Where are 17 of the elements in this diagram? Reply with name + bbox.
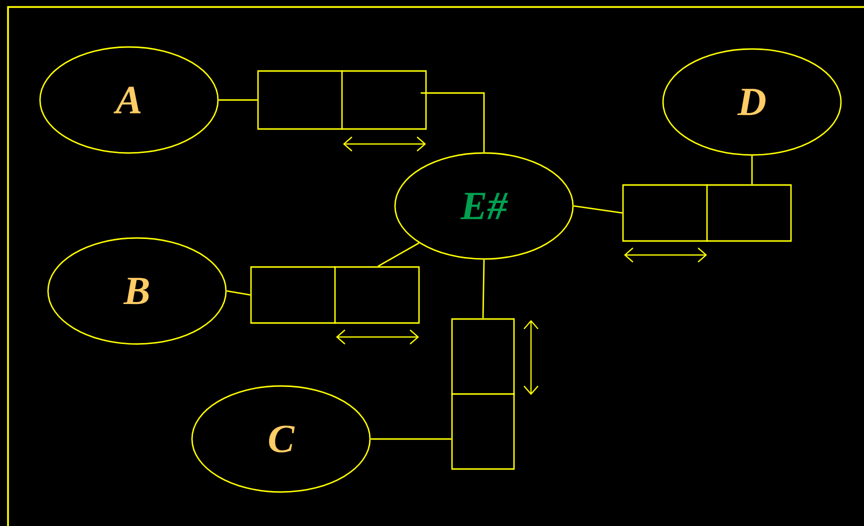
connector-line	[370, 438, 452, 440]
ellipse-node: B	[47, 237, 227, 345]
ellipse-node: E#	[394, 152, 574, 260]
ellipse-node: C	[191, 385, 371, 493]
split-box	[451, 318, 515, 470]
connector-line	[218, 99, 258, 101]
ellipse-node: A	[39, 46, 219, 154]
connector-line	[482, 260, 485, 318]
connector-line	[226, 290, 250, 296]
connector-line	[420, 92, 485, 152]
split-box	[257, 70, 427, 130]
connector-line	[378, 242, 420, 267]
connector-line	[751, 156, 753, 184]
split-box	[622, 184, 792, 242]
connector-line	[574, 205, 622, 214]
split-box	[250, 266, 420, 324]
ellipse-node: D	[662, 48, 842, 156]
